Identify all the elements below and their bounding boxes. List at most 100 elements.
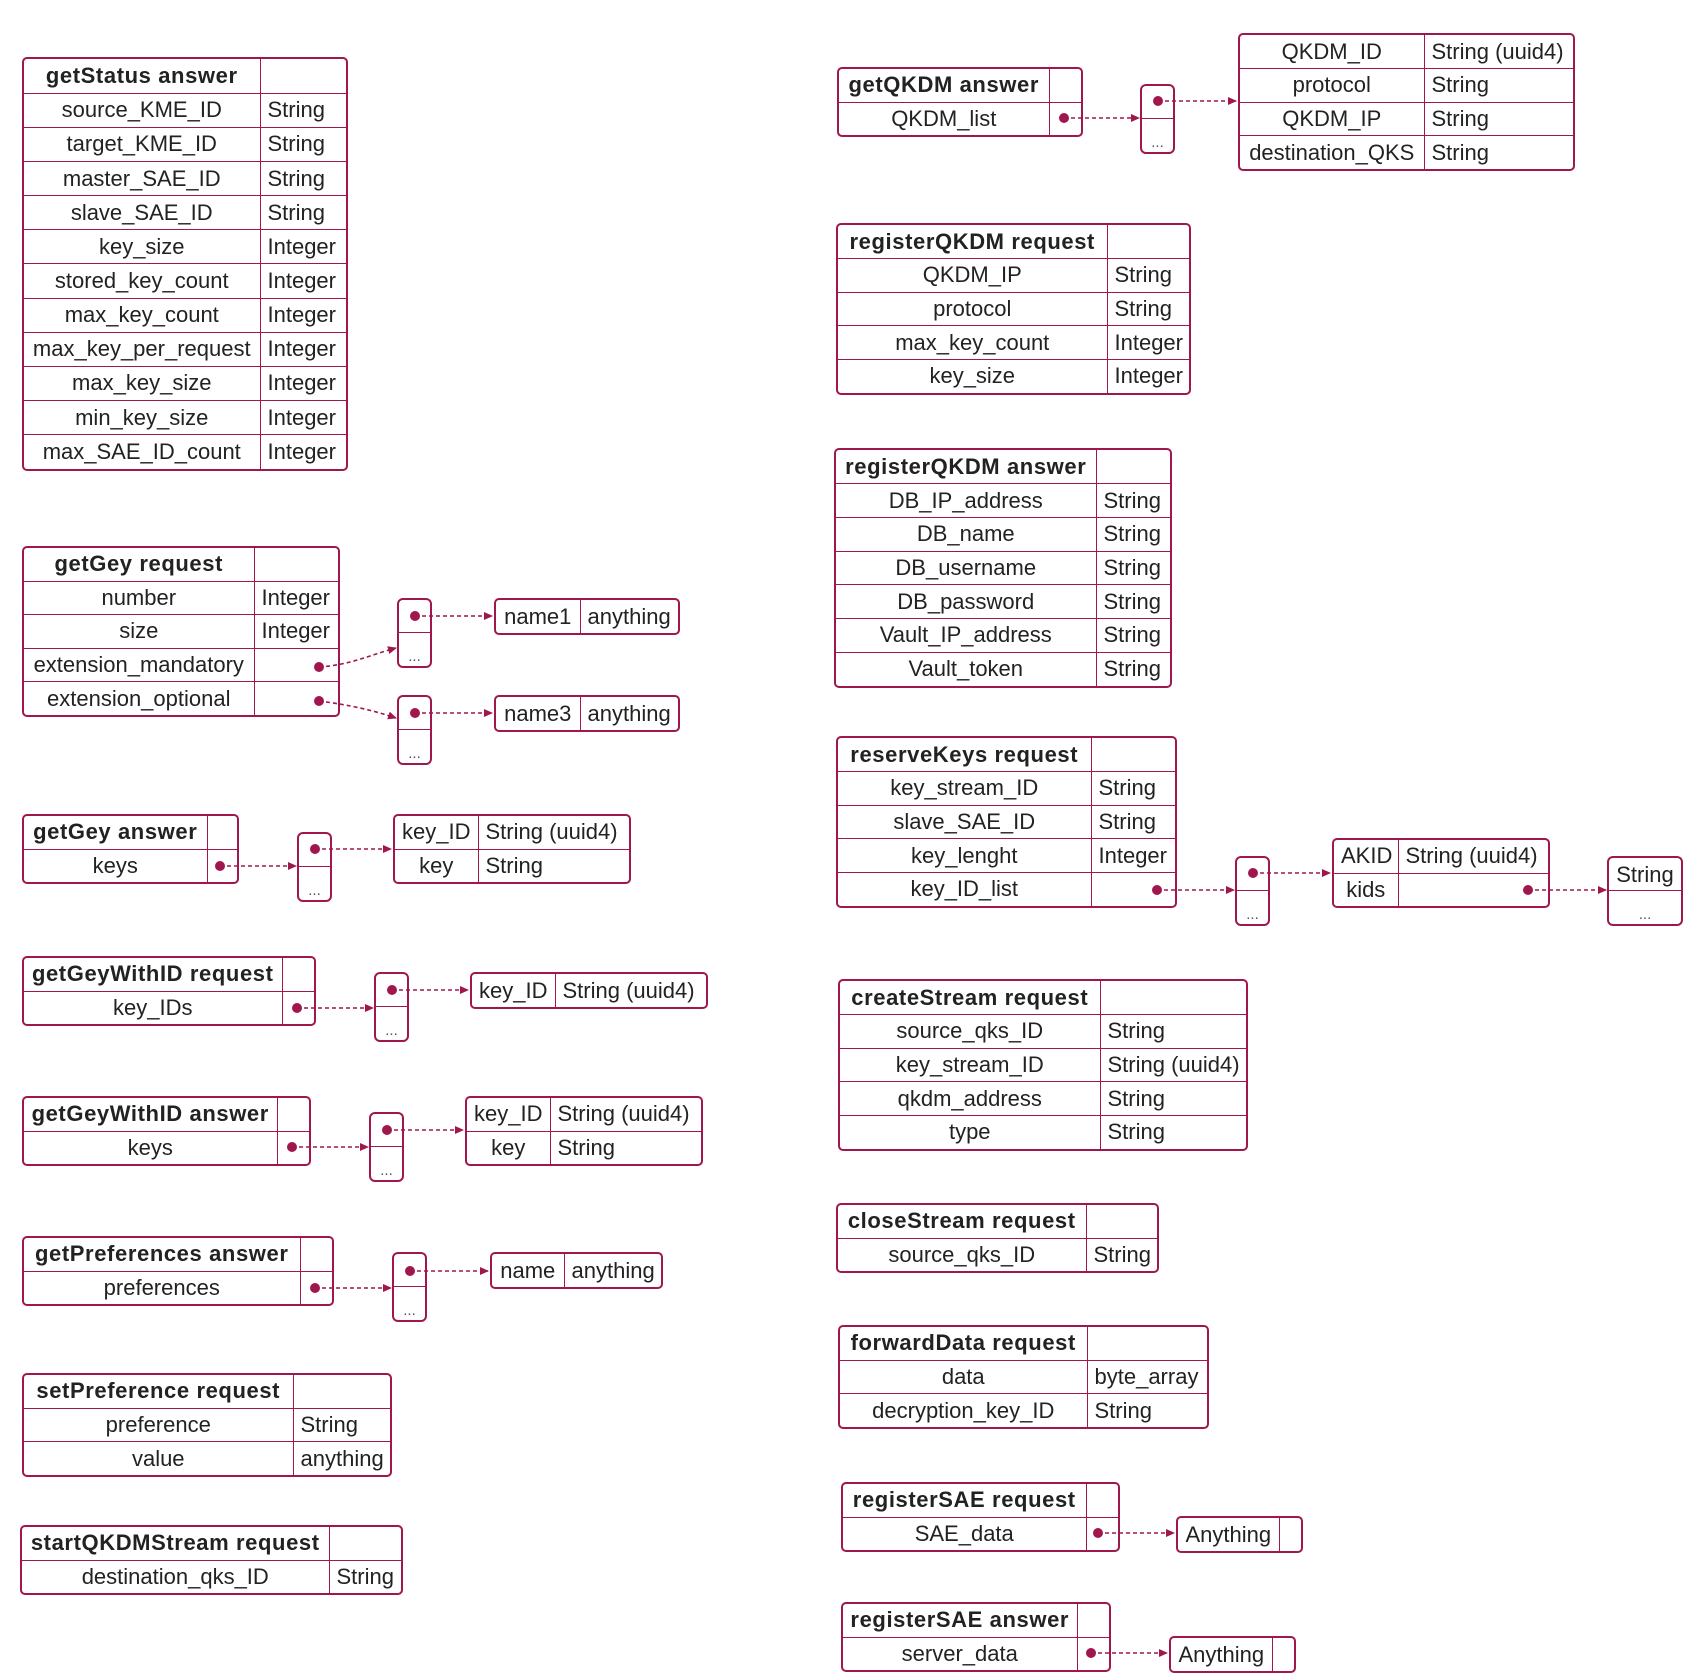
table-title: reserveKeys request: [838, 738, 1092, 773]
getpreferences-answer-table: getPreferences answer preferences: [22, 1236, 334, 1306]
registersae-answer-table: registerSAE answer server_data: [841, 1602, 1111, 1672]
table-title: getQKDM answer: [839, 69, 1050, 103]
list-node: ...: [374, 972, 409, 1042]
list-node: ...: [1140, 84, 1175, 154]
table-title: registerQKDM answer: [836, 450, 1097, 485]
table-title: setPreference request: [24, 1375, 294, 1409]
table-row: extension_optional: [24, 681, 338, 715]
registersae-request-table: registerSAE request SAE_data: [841, 1482, 1120, 1552]
table-title: getGey answer: [24, 816, 208, 850]
string-list-node: String ...: [1607, 856, 1683, 926]
getqkdm-answer-table: getQKDM answer QKDM_list: [837, 67, 1083, 137]
list-node: ...: [397, 695, 432, 765]
table-row: keys: [24, 848, 237, 882]
table-row: key_ID_list: [838, 871, 1175, 906]
table-row: SAE_data: [843, 1516, 1118, 1550]
startqkdmstream-request-table: startQKDMStream request destination_qks_…: [20, 1525, 403, 1595]
list-node: ...: [397, 598, 432, 668]
table-title: registerSAE answer: [843, 1604, 1078, 1638]
sae-anything-object: Anything: [1176, 1516, 1303, 1553]
server-anything-object: Anything: [1169, 1636, 1296, 1673]
list-node: ...: [369, 1112, 404, 1182]
table-title: forwardData request: [840, 1327, 1088, 1361]
table-title: getGeyWithID request: [24, 958, 283, 992]
list-node: ...: [297, 832, 332, 902]
table-title: getGeyWithID answer: [24, 1098, 278, 1132]
table-row: extension_mandatory: [24, 647, 338, 683]
getgeywithid-answer-table: getGeyWithID answer keys: [22, 1096, 311, 1166]
table-title: closeStream request: [838, 1205, 1087, 1239]
table-row: Anything: [1171, 1638, 1294, 1671]
list-node: ...: [392, 1252, 427, 1322]
getgey-answer-table: getGey answer keys: [22, 814, 239, 884]
table-row: QKDM_list: [839, 101, 1081, 135]
table-row: keys: [24, 1130, 309, 1164]
list-node: ...: [1235, 856, 1270, 926]
table-row: Anything: [1178, 1518, 1301, 1551]
table-row: kids: [1334, 872, 1548, 906]
table-title: getGey request: [24, 548, 255, 582]
table-row: preferences: [24, 1270, 332, 1304]
table-row: key_IDs: [24, 990, 314, 1024]
table-title: startQKDMStream request: [22, 1527, 330, 1561]
table-title: getPreferences answer: [24, 1238, 301, 1272]
table-title: createStream request: [840, 981, 1101, 1016]
